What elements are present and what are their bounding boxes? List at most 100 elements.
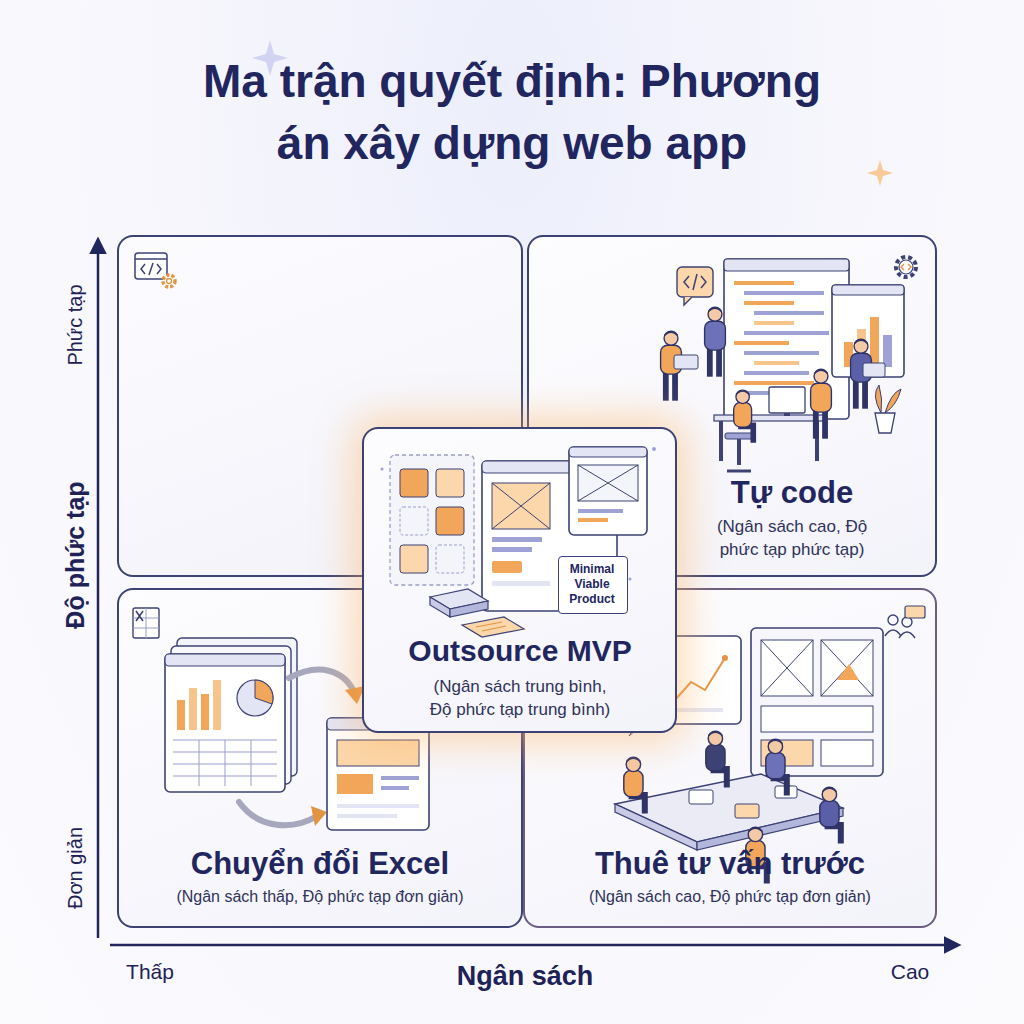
code-screen-part: [744, 291, 824, 295]
small-wireframe-part: [578, 509, 623, 513]
ui-cards: [430, 589, 524, 637]
settings-icon-part: [901, 264, 911, 270]
chart-board-part: [643, 708, 723, 712]
code-settings-icon-part: [135, 253, 167, 279]
web-page-window-part: [381, 776, 419, 780]
people-part: [734, 390, 756, 443]
wireframe-screens-part: [837, 664, 859, 680]
option-note: (Ngân sách cao, Độ phức tạp phức tạp): [667, 515, 917, 561]
code-screen-part: [744, 301, 794, 305]
code-bubble-part: [677, 267, 713, 297]
component-frame: [390, 455, 474, 585]
wireframe-screens-part: [821, 740, 873, 766]
web-page-window-part: [337, 804, 419, 808]
people: [661, 307, 885, 442]
excel-icon: [133, 608, 159, 638]
spreadsheet-stack-part: [213, 680, 221, 730]
center-box: Outsource MVP(Ngân sách trung bình, Độ p…: [362, 427, 677, 733]
desk-part: [784, 413, 790, 416]
option-note: (Ngân sách thấp, Độ phức tạp đơn giản): [122, 886, 518, 907]
meeting-table-part: [615, 804, 697, 850]
small-wireframe-part: [578, 518, 608, 522]
chart-board-part: [675, 658, 725, 700]
people-part: [766, 739, 790, 795]
meeting-table-part: [735, 804, 759, 818]
component-frame-part: [390, 455, 474, 585]
code-settings-icon: [135, 253, 175, 287]
chart-board-part: [633, 636, 741, 724]
excel-icon-part: [133, 608, 159, 638]
code-screen-part: [734, 381, 814, 385]
desk-part: [769, 387, 805, 413]
code-settings-icon-part: [167, 279, 172, 284]
spreadsheet-stack-part: [255, 680, 273, 704]
chart-board-part: [643, 686, 667, 690]
option-title: Tự code: [647, 475, 937, 511]
spreadsheet-stack-part: [173, 740, 277, 786]
desk-part: [737, 439, 741, 465]
conversion-arrows-part: [311, 806, 327, 826]
ui-cards-part: [476, 622, 506, 631]
sparkles-part: [652, 447, 656, 451]
spreadsheet-stack-part: [165, 654, 285, 792]
chart-board-part: [643, 654, 655, 666]
web-page-window-part: [327, 718, 429, 830]
sparkles-part: [381, 468, 384, 471]
chart-board-part: [722, 655, 728, 661]
component-frame-part: [400, 545, 428, 573]
web-page-window-part: [327, 718, 429, 730]
small-wireframe-part: [578, 465, 638, 501]
web-page-window-part: [337, 740, 419, 766]
component-frame-part: [436, 545, 464, 573]
web-page-window: [327, 718, 429, 830]
wireframe-screens-part: [761, 640, 813, 696]
code-bubble-part: [684, 297, 692, 305]
conversion-arrows-part: [239, 802, 317, 825]
team-icon-part: [899, 632, 915, 638]
code-settings-icon-part: [163, 275, 175, 287]
code-screen-part: [734, 281, 794, 285]
chart-screen: [832, 285, 904, 377]
x-axis: [110, 944, 958, 947]
conversion-arrows-part: [289, 670, 355, 694]
web-page-window-part: [337, 774, 373, 794]
ui-cards-part: [450, 601, 488, 617]
option-title: Chuyển đổi Excel: [122, 846, 518, 882]
label-box: Minimal Viable Product: [558, 556, 628, 614]
team-icon-part: [885, 630, 901, 636]
component-frame-part: [400, 469, 428, 497]
settings-icon: [896, 257, 916, 277]
web-page-window-part: [381, 786, 409, 790]
option-title: Outsource MVP: [370, 633, 670, 669]
chart-screen-part: [832, 285, 904, 295]
settings-icon-part: [899, 260, 913, 274]
web-page-window-part: [337, 814, 397, 818]
desk-part: [727, 470, 751, 473]
chart-board-part: [643, 696, 661, 700]
axis-end-label: Thấp: [0, 954, 310, 990]
code-screen-part: [754, 311, 824, 315]
small-wireframe-part: [578, 465, 638, 501]
conversion-arrows-part: [345, 686, 365, 704]
chart-screen-part: [832, 285, 904, 377]
chart-board-part: [629, 724, 643, 736]
desk-part: [719, 421, 723, 461]
spreadsheet-stack-part: [189, 688, 197, 730]
people-part: [705, 307, 726, 376]
ui-cards-part: [430, 597, 450, 617]
component-frame-part: [436, 469, 464, 497]
wireframe-screens-part: [821, 640, 873, 696]
main-wireframe-part: [492, 581, 550, 586]
main-wireframe-part: [492, 561, 522, 573]
people-part: [674, 355, 698, 369]
team-icon-part: [888, 615, 898, 625]
people-part: [820, 787, 844, 843]
wireframe-screens-part: [761, 706, 873, 732]
sparkle: [867, 160, 893, 186]
component-frame-part: [400, 507, 428, 535]
code-settings-icon-part: [135, 258, 167, 260]
main-wireframe-part: [492, 483, 550, 529]
axis-end-label: Đơn giản: [57, 708, 93, 1024]
axis-end-label: Phức tạp: [57, 165, 93, 485]
wireframe-screens-part: [821, 640, 873, 696]
